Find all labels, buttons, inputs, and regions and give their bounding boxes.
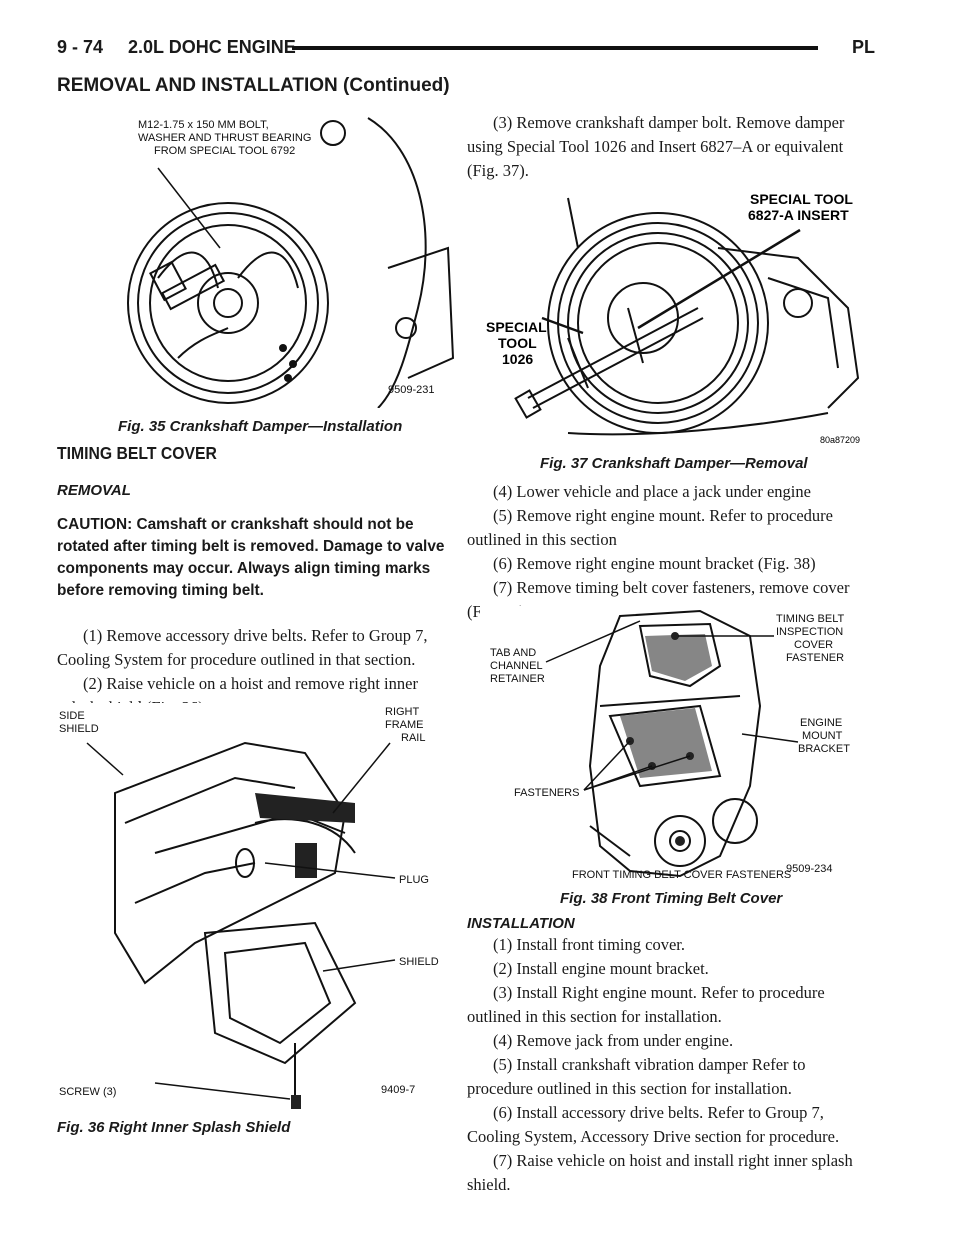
fig36-label-side: SIDE <box>59 710 85 722</box>
installation-step-7: (7) Raise vehicle on hoist and install r… <box>467 1151 853 1194</box>
removal-step-3-text: (3) Remove crankshaft damper bolt. Remov… <box>467 113 845 180</box>
fig38-label-mount: MOUNT <box>802 730 843 742</box>
fig38-label-fastener: FASTENER <box>786 652 844 664</box>
fig38-label-tab: TAB AND <box>490 647 536 659</box>
installation-step-5: (5) Install crankshaft vibration damper … <box>467 1055 806 1098</box>
figure-35-illustration: M12-1.75 x 150 MM BOLT, WASHER AND THRUS… <box>118 108 458 409</box>
fig37-leader-tool <box>541 316 584 335</box>
fig36-label-rail: RAIL <box>401 732 425 744</box>
fig38-label-engine: ENGINE <box>800 717 842 729</box>
fig38-label-front-fasteners: FRONT TIMING BELT COVER FASTENERS <box>572 869 791 881</box>
fig38-label-retainer: RETAINER <box>490 673 545 685</box>
installation-step-4: (4) Remove jack from under engine. <box>493 1031 734 1050</box>
removal-step-6: (6) Remove right engine mount bracket (F… <box>493 554 816 573</box>
page-number: 9 - 74 <box>57 37 104 57</box>
timing-belt-cover-drawing: TAB AND CHANNEL RETAINER TIMING BELT INS… <box>490 609 850 881</box>
installation-step-2: (2) Install engine mount bracket. <box>493 959 709 978</box>
fig38-code: 9509-234 <box>786 863 833 875</box>
fig36-label-plug: PLUG <box>399 874 429 886</box>
figure-37-illustration: SPECIAL TOOL 6827-A INSERT SPECIAL TOOL … <box>468 188 868 446</box>
fig36-label-frame: FRAME <box>385 719 424 731</box>
crankshaft-damper-removal-drawing: SPECIAL TOOL 6827-A INSERT SPECIAL TOOL … <box>486 191 860 445</box>
removal-step-4: (4) Lower vehicle and place a jack under… <box>493 482 811 501</box>
fig38-label-inspection: INSPECTION <box>776 626 843 638</box>
fig38-caption: Fig. 38 Front Timing Belt Cover <box>560 890 783 907</box>
removal-steps-right: (4) Lower vehicle and place a jack under… <box>467 480 870 624</box>
removal-step-3: (3) Remove crankshaft damper bolt. Remov… <box>467 111 870 183</box>
figure-38-illustration: TAB AND CHANNEL RETAINER TIMING BELT INS… <box>480 606 870 884</box>
installation-steps: (1) Install front timing cover. (2) Inst… <box>467 933 870 1197</box>
callout-leader-fig35 <box>157 167 221 249</box>
installation-step-1: (1) Install front timing cover. <box>493 935 685 954</box>
crankshaft-damper-install-drawing: M12-1.75 x 150 MM BOLT, WASHER AND THRUS… <box>127 117 455 409</box>
fig38-label-cover: COVER <box>794 639 833 651</box>
fig37-label-1026: 1026 <box>502 351 533 367</box>
installation-step-3: (3) Install Right engine mount. Refer to… <box>467 983 825 1026</box>
fig38-label-timing-belt: TIMING BELT <box>776 613 845 625</box>
fig35-caption: Fig. 35 Crankshaft Damper—Installation <box>118 418 403 435</box>
fig37-leader-insert <box>637 228 801 330</box>
fig38-label-channel: CHANNEL <box>490 660 543 672</box>
fig35-callout-line3: FROM SPECIAL TOOL 6792 <box>154 145 295 157</box>
fig36-label-screw: SCREW (3) <box>59 1086 116 1098</box>
removal-step-1: (1) Remove accessory drive belts. Refer … <box>57 626 428 669</box>
removal-heading: REMOVAL <box>57 482 131 499</box>
figure-36-illustration: SIDE SHIELD RIGHT FRAME RAIL PLUG SHIELD… <box>55 703 455 1111</box>
fig35-code: 9509-231 <box>388 384 435 396</box>
fig37-label-special-tool: SPECIAL TOOL <box>750 191 853 207</box>
running-head: REMOVAL AND INSTALLATION (Continued) <box>57 75 450 96</box>
model-code: PL <box>852 37 876 57</box>
section-title-timing-belt-cover: TIMING BELT COVER <box>57 443 217 463</box>
fig37-code: 80a87209 <box>820 435 860 445</box>
fig36-label-shield-word: SHIELD <box>59 723 99 735</box>
section-title: 2.0L DOHC ENGINE <box>128 37 296 57</box>
header-rule <box>292 46 818 50</box>
fig35-callout-line1: M12-1.75 x 150 MM BOLT, <box>138 119 269 131</box>
installation-step-6: (6) Install accessory drive belts. Refer… <box>467 1103 840 1146</box>
fig36-label-shield: SHIELD <box>399 956 439 968</box>
fig38-label-bracket: BRACKET <box>798 743 850 755</box>
installation-heading: INSTALLATION <box>467 915 575 932</box>
fig37-label-special: SPECIAL <box>486 319 547 335</box>
fig35-callout-line2: WASHER AND THRUST BEARING <box>138 132 311 144</box>
fig36-label-right: RIGHT <box>385 706 420 718</box>
splash-shield-drawing: SIDE SHIELD RIGHT FRAME RAIL PLUG SHIELD… <box>59 706 439 1109</box>
fig37-label-insert: 6827-A INSERT <box>748 207 849 223</box>
fig36-caption: Fig. 36 Right Inner Splash Shield <box>57 1119 291 1136</box>
caution-note: CAUTION: Camshaft or crankshaft should n… <box>57 516 445 599</box>
fig38-label-fasteners: FASTENERS <box>514 787 579 799</box>
fig37-caption: Fig. 37 Crankshaft Damper—Removal <box>540 455 808 472</box>
removal-step-5: (5) Remove right engine mount. Refer to … <box>467 506 833 549</box>
fig37-label-tool: TOOL <box>498 335 537 351</box>
fig36-code: 9409-7 <box>381 1084 415 1096</box>
